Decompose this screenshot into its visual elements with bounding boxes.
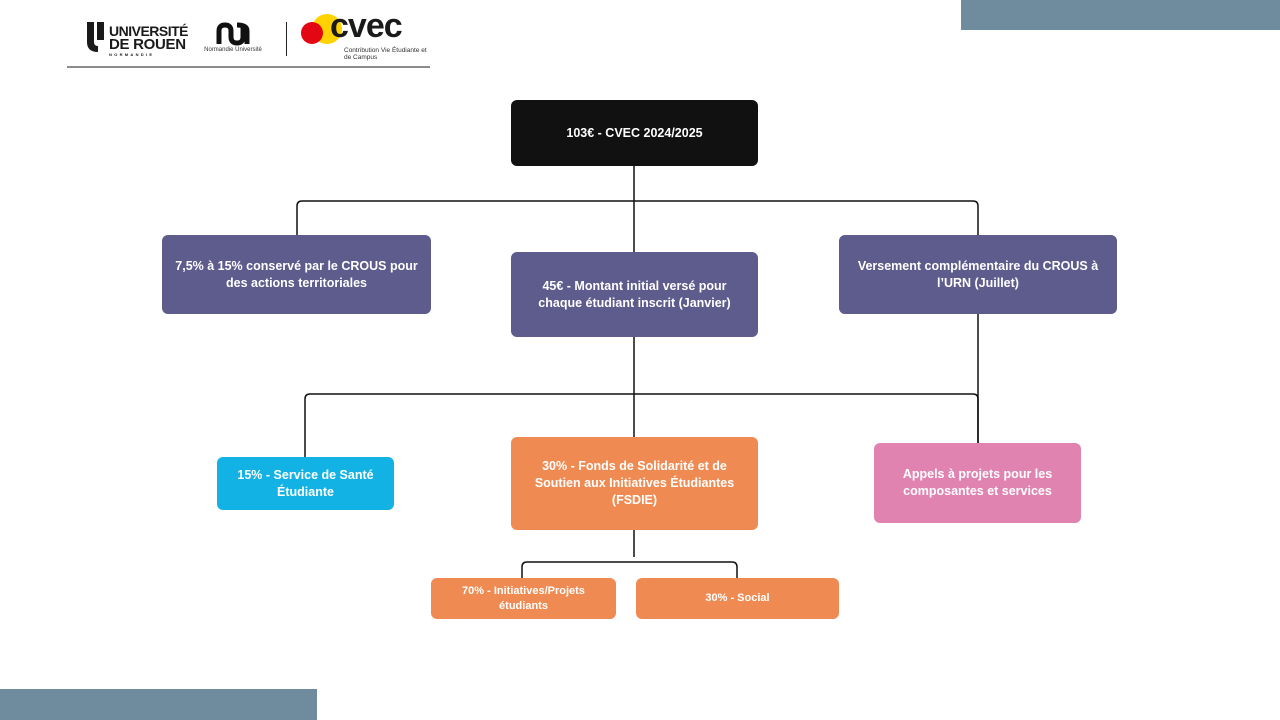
node-social-label: 30% - Social (705, 592, 770, 604)
node-crous-supplement-label: Versement complémentaire du CROUS à l’UR… (857, 258, 1099, 290)
top-accent-bar (961, 0, 1280, 30)
cvec-red-dot-icon (301, 22, 323, 44)
bottom-accent-bar (0, 689, 317, 720)
node-fsdie: 30% - Fonds de Solidarité et de Soutien … (511, 437, 758, 530)
universite-rouen-logo: UNIVERSITÉ DE ROUEN NORMANDIE (87, 22, 189, 58)
node-initial-amount-label: 45€ - Montant initial versé pour chaque … (538, 278, 731, 310)
node-project-calls: Appels à projets pour les composantes et… (874, 443, 1081, 523)
logo-separator (286, 22, 287, 56)
header-logos: UNIVERSITÉ DE ROUEN NORMANDIE Normandie … (67, 8, 430, 70)
connector-root-branch (296, 200, 979, 235)
node-student-initiatives: 70% - Initiatives/Projets étudiants (431, 578, 616, 619)
node-root-label: 103€ - CVEC 2024/2025 (566, 125, 703, 140)
urn-logo-line2: DE ROUEN (109, 36, 186, 53)
cvec-caption: Contribution Vie Étudiante et de Campus (344, 47, 427, 61)
node-health-service: 15% - Service de Santé Étudiante (217, 457, 394, 510)
cvec-logo: cvec Contribution Vie Étudiante et de Ca… (300, 8, 430, 64)
node-project-calls-label: Appels à projets pour les composantes et… (902, 467, 1053, 498)
urn-logo-line3: NORMANDIE (109, 52, 155, 57)
normandie-universite-caption: Normandie Université (204, 47, 262, 53)
node-crous-retained-label: 7,5% à 15% conservé par le CROUS pour de… (175, 258, 418, 290)
node-crous-supplement: Versement complémentaire du CROUS à l’UR… (839, 235, 1117, 314)
connector-fsdie-branch (521, 561, 738, 578)
normandie-universite-mark-icon (216, 22, 250, 46)
node-student-initiatives-label: 70% - Initiatives/Projets étudiants (462, 584, 585, 612)
node-initial-amount: 45€ - Montant initial versé pour chaque … (511, 252, 758, 337)
node-root-cvec-total: 103€ - CVEC 2024/2025 (511, 100, 758, 166)
node-health-service-label: 15% - Service de Santé Étudiante (237, 467, 374, 499)
node-fsdie-label: 30% - Fonds de Solidarité et de Soutien … (534, 459, 735, 507)
node-crous-retained: 7,5% à 15% conservé par le CROUS pour de… (162, 235, 431, 314)
header-rule (67, 66, 430, 68)
node-social: 30% - Social (636, 578, 839, 619)
normandie-universite-logo: Normandie Université (203, 22, 263, 62)
urn-mark-icon (87, 22, 104, 52)
urn-logo-line1: UNIVERSITÉ (109, 23, 189, 39)
cvec-wordmark: cvec (330, 7, 403, 45)
